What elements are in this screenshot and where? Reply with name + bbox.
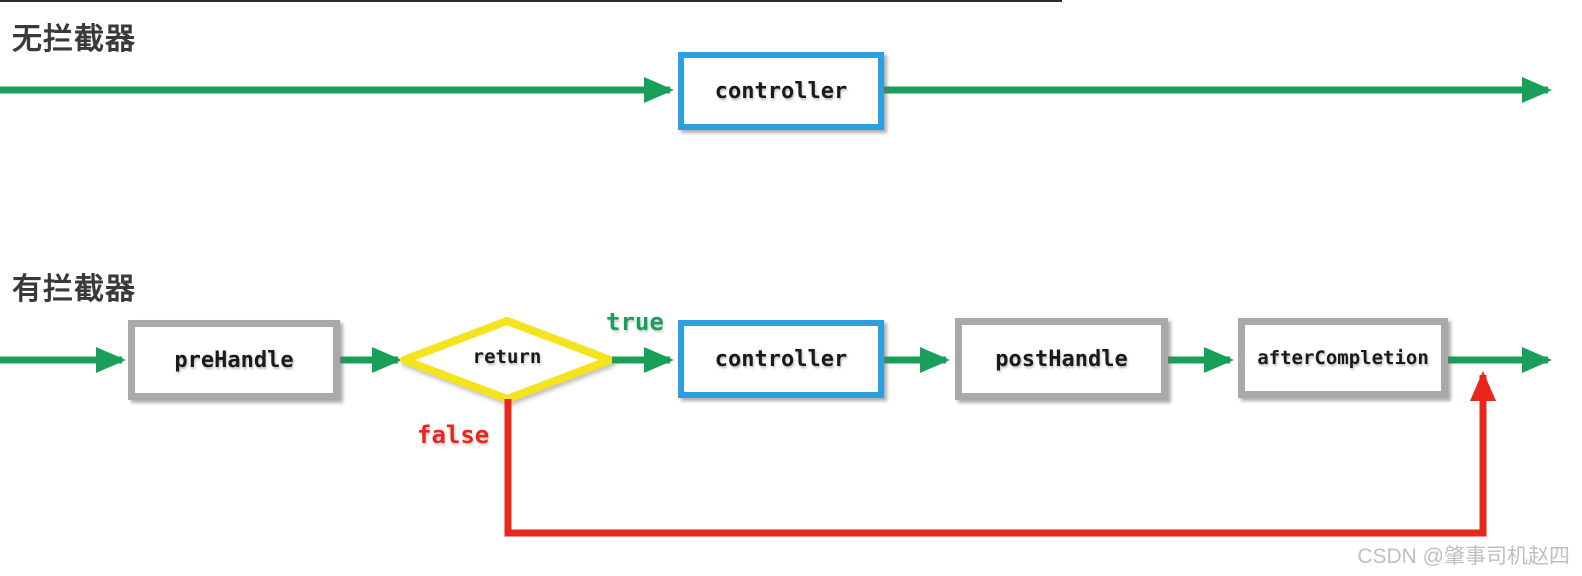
watermark-text: CSDN @肇事司机赵四: [1357, 545, 1570, 568]
branch-label-false: false: [417, 421, 490, 449]
decision-diamond-return: [400, 317, 614, 403]
branch-label-true: true: [606, 308, 664, 336]
node-posthandle: postHandle: [955, 318, 1168, 400]
node-controller-with-interceptor: controller: [678, 320, 884, 398]
node-controller-no-interceptor: controller: [678, 52, 884, 130]
decision-label-return: return: [472, 346, 542, 368]
section-title-with-interceptor: 有拦截器: [12, 273, 136, 306]
flow-arrow-false-loop: [504, 371, 1496, 537]
node-prehandle: preHandle: [128, 320, 340, 400]
top-edge-line: [0, 0, 1062, 2]
section-title-no-interceptor: 无拦截器: [12, 23, 136, 56]
node-aftercompletion: afterCompletion: [1238, 318, 1448, 398]
